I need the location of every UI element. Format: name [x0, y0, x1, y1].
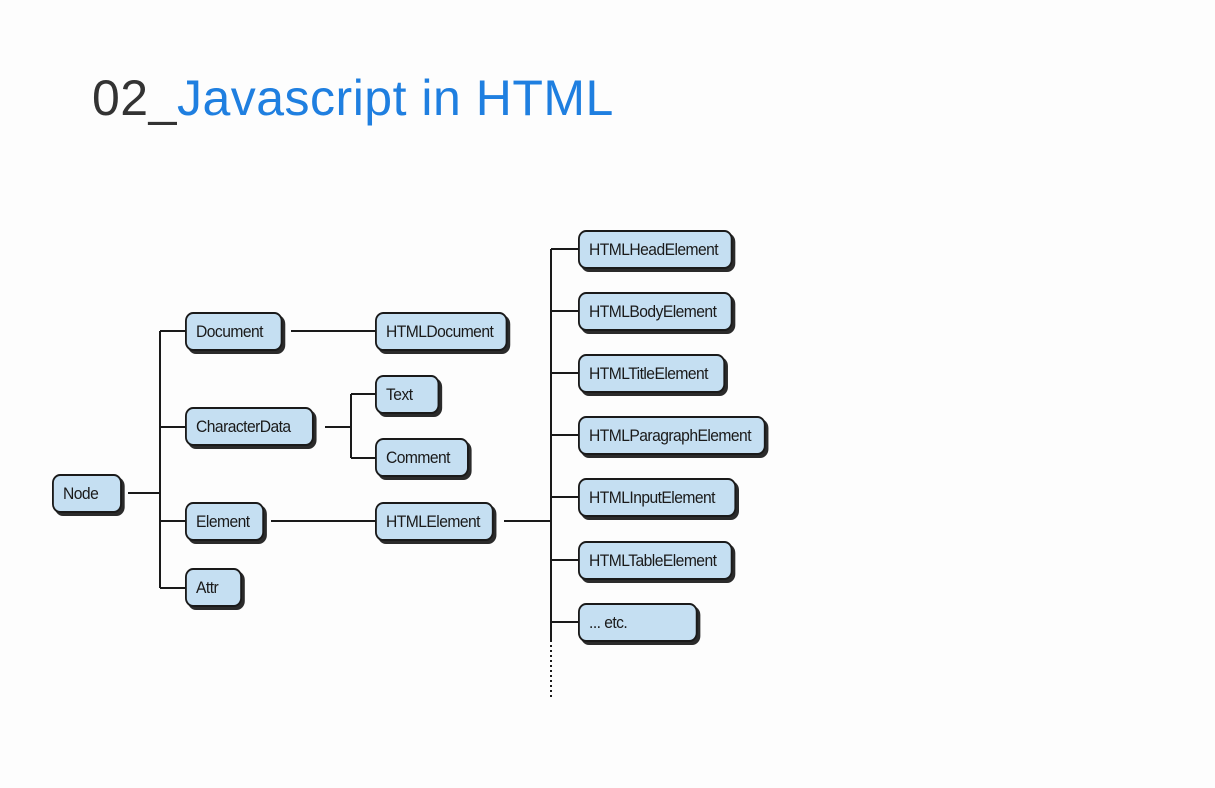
node-box-comment: Comment: [375, 438, 469, 477]
node-label: Element: [196, 511, 250, 531]
node-box-html-body-element: HTMLBodyElement: [578, 292, 733, 331]
node-box-html-element: HTMLElement: [375, 502, 494, 541]
node-box-html-table-element: HTMLTableElement: [578, 541, 733, 580]
node-box-document: Document: [185, 312, 283, 351]
node-box-html-input-element: HTMLInputElement: [578, 478, 737, 517]
node-label: CharacterData: [196, 416, 291, 436]
node-box-node: Node: [52, 474, 122, 513]
node-box-text: Text: [375, 375, 440, 414]
node-label: Node: [63, 483, 99, 503]
node-label: Attr: [196, 577, 219, 597]
node-label: HTMLTitleElement: [589, 363, 708, 383]
node-box-html-paragraph-element: HTMLParagraphElement: [578, 416, 766, 455]
node-label: HTMLHeadElement: [589, 239, 719, 259]
node-label: HTMLDocument: [386, 321, 494, 341]
node-box-html-title-element: HTMLTitleElement: [578, 354, 726, 393]
node-label: Text: [386, 384, 413, 404]
node-label: HTMLParagraphElement: [589, 425, 752, 445]
node-box-html-document: HTMLDocument: [375, 312, 508, 351]
node-label: HTMLTableElement: [589, 550, 717, 570]
node-box-html-head-element: HTMLHeadElement: [578, 230, 733, 269]
node-box-character-data: CharacterData: [185, 407, 314, 446]
node-box-element: Element: [185, 502, 265, 541]
title-number: 02_: [92, 70, 177, 126]
node-box-etc: ... etc.: [578, 603, 698, 642]
slide-title: 02_Javascript in HTML: [92, 66, 614, 130]
node-label: HTMLElement: [386, 511, 480, 531]
node-label: Comment: [386, 447, 450, 467]
title-text: Javascript in HTML: [176, 70, 614, 126]
node-label: ... etc.: [589, 612, 628, 632]
node-label: HTMLBodyElement: [589, 301, 717, 321]
node-label: Document: [196, 321, 263, 341]
node-label: HTMLInputElement: [589, 487, 715, 507]
node-box-attr: Attr: [185, 568, 243, 607]
